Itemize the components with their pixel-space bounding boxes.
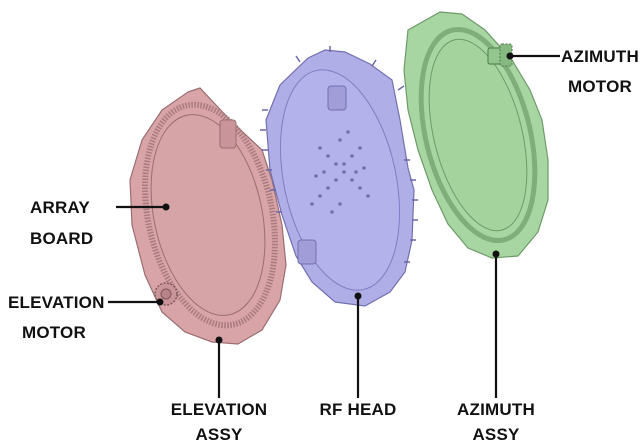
rf-head-label: RF HEAD — [320, 400, 397, 419]
elevation-assy-label-line2: ASSY — [195, 425, 243, 444]
azimuth-assy-part — [401, 12, 554, 258]
azimuth-assy-label-line1: AZIMUTH — [457, 400, 535, 419]
azimuth-motor-label-line1: AZIMUTH — [561, 47, 639, 66]
elevation-top-tab — [220, 120, 236, 148]
elevation-motor-leader-dot — [157, 299, 164, 306]
array-board-leader-dot — [163, 204, 170, 211]
azimuth-assy-leader-dot — [493, 251, 500, 258]
elevation-assy-leader-dot — [216, 337, 223, 344]
rf-head-leader-dot — [355, 293, 362, 300]
azimuth-motor-leader-dot — [507, 53, 514, 60]
rf-head-top-tab — [328, 86, 346, 110]
array-board-label-line1: ARRAY — [30, 198, 90, 217]
azimuth-motor-label-line2: MOTOR — [568, 77, 632, 96]
elevation-motor-hub — [161, 289, 171, 299]
elevation-motor-label-line2: MOTOR — [22, 323, 86, 342]
array-board-label-line2: BOARD — [30, 229, 93, 248]
elevation-motor-label-line1: ELEVATION — [8, 293, 105, 312]
elevation-assy-label-line1: ELEVATION — [171, 400, 268, 419]
rf-head-bottom-tab — [298, 240, 316, 264]
azimuth-assy-label-line2: ASSY — [472, 425, 520, 444]
